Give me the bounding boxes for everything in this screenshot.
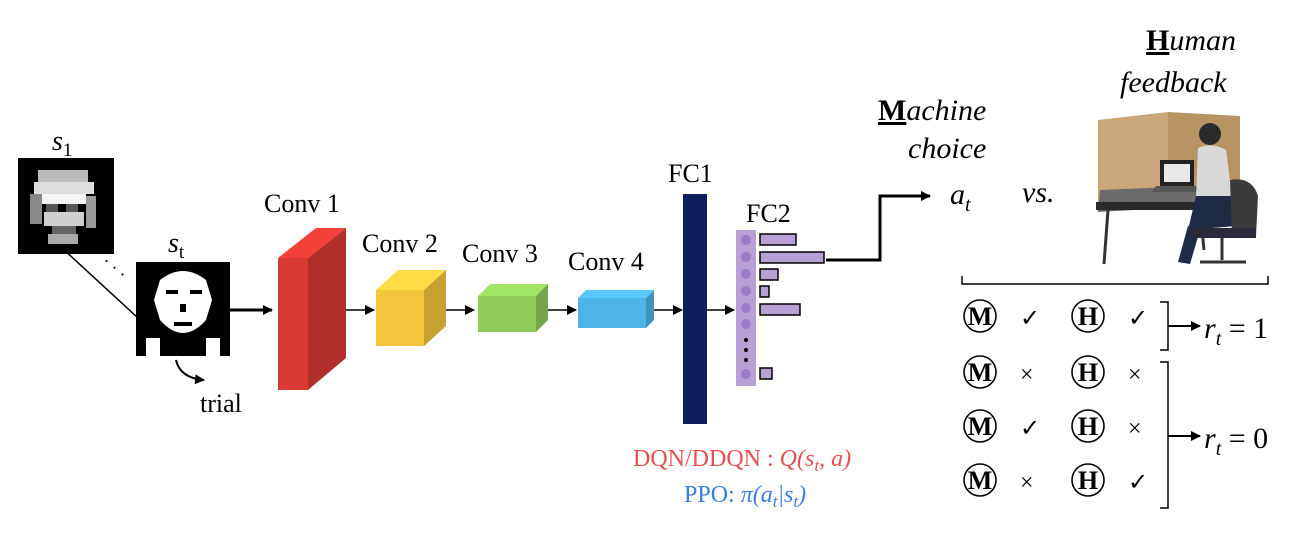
conv3-label: Conv 3 <box>462 239 538 268</box>
reward-zero-bracket <box>1160 361 1169 509</box>
fc2-output-bar <box>759 285 770 298</box>
human-circle <box>1071 355 1105 389</box>
human-circle <box>1071 299 1105 333</box>
versus-label: vs. <box>1022 176 1055 209</box>
fc2-output-bar <box>759 251 825 264</box>
machine-circle <box>963 463 997 497</box>
machine-title: Machine <box>878 94 986 127</box>
human-mark: × <box>1128 362 1142 388</box>
machine-symbol: M <box>968 466 993 495</box>
ppo-label: PPO: π(at|st) <box>684 482 806 511</box>
human-symbol: H <box>1078 358 1098 387</box>
ellipsis: · · · <box>98 251 132 284</box>
fc2-nodes <box>741 235 751 379</box>
dqn-label: DQN/DDQN : Q(st, a) <box>633 446 851 475</box>
fc2-label: FC2 <box>746 199 791 228</box>
fc2-output-bar <box>759 268 779 281</box>
fc2-ellipsis <box>744 338 748 362</box>
conv2-block <box>376 270 446 346</box>
fc1-label: FC1 <box>668 159 713 188</box>
human-title-line2: feedback <box>1120 66 1227 99</box>
machine-circle <box>963 299 997 333</box>
machine-symbol: M <box>968 412 993 441</box>
first-state-image <box>18 158 114 254</box>
reward-row: M ✓ H × <box>963 409 1142 443</box>
current-state-label: st <box>168 228 185 263</box>
machine-mark: ✓ <box>1020 416 1040 442</box>
human-symbol: H <box>1078 412 1098 441</box>
fc2-output-bar <box>759 303 801 316</box>
fc2-node <box>741 286 751 296</box>
trial-label: trial <box>200 389 242 418</box>
machine-symbol: M <box>968 358 993 387</box>
fc2-output-bar <box>759 367 773 380</box>
human-mark: ✓ <box>1128 470 1148 496</box>
reward-zero-label: rt = 0 <box>1204 422 1268 460</box>
machine-action: at <box>950 178 971 216</box>
human-mark: × <box>1128 416 1142 442</box>
fc2-node <box>741 269 751 279</box>
reward-row: M ✓ H ✓ <box>963 299 1148 333</box>
fc2-node <box>741 369 751 379</box>
reward-row: M × H ✓ <box>963 463 1148 497</box>
fc2-node <box>741 235 751 245</box>
current-state-image <box>136 262 230 356</box>
human-circle <box>1071 463 1105 497</box>
fc2-node <box>741 252 751 262</box>
fc2-node <box>741 319 751 329</box>
machine-title-line2: choice <box>908 132 986 165</box>
reward-row: M × H × <box>963 355 1142 389</box>
fc2-output-bar <box>759 233 797 246</box>
machine-symbol: M <box>968 302 993 331</box>
reward-positive-bracket <box>1160 301 1169 351</box>
machine-circle <box>963 409 997 443</box>
fc2-to-action-arrow <box>826 191 931 262</box>
machine-mark: × <box>1020 362 1034 388</box>
conv2-label: Conv 2 <box>362 229 438 258</box>
machine-mark: × <box>1020 470 1034 496</box>
trial-arrow <box>175 359 205 385</box>
fc2-output-bars <box>759 233 825 380</box>
first-state-label: s1 <box>52 126 72 161</box>
fc1-bar <box>683 194 707 424</box>
conv1-block <box>278 228 346 390</box>
reward-table-bracket <box>961 276 1269 285</box>
conv4-block <box>578 290 654 328</box>
machine-mark: ✓ <box>1020 306 1040 332</box>
fc2-node <box>741 303 751 313</box>
human-mark: ✓ <box>1128 306 1148 332</box>
human-title: Human <box>1146 24 1236 57</box>
conv4-label: Conv 4 <box>568 247 644 276</box>
trial-connector <box>61 247 139 319</box>
human-participant-illustration <box>1096 112 1258 265</box>
conv3-block <box>478 284 548 332</box>
reward-positive-label: rt = 1 <box>1204 312 1268 350</box>
human-symbol: H <box>1078 466 1098 495</box>
reward-table: M ✓ H ✓ M × H × M ✓ H × M × H ✓ <box>963 299 1148 497</box>
conv1-label: Conv 1 <box>264 189 340 218</box>
human-circle <box>1071 409 1105 443</box>
machine-circle <box>963 355 997 389</box>
human-symbol: H <box>1078 302 1098 331</box>
